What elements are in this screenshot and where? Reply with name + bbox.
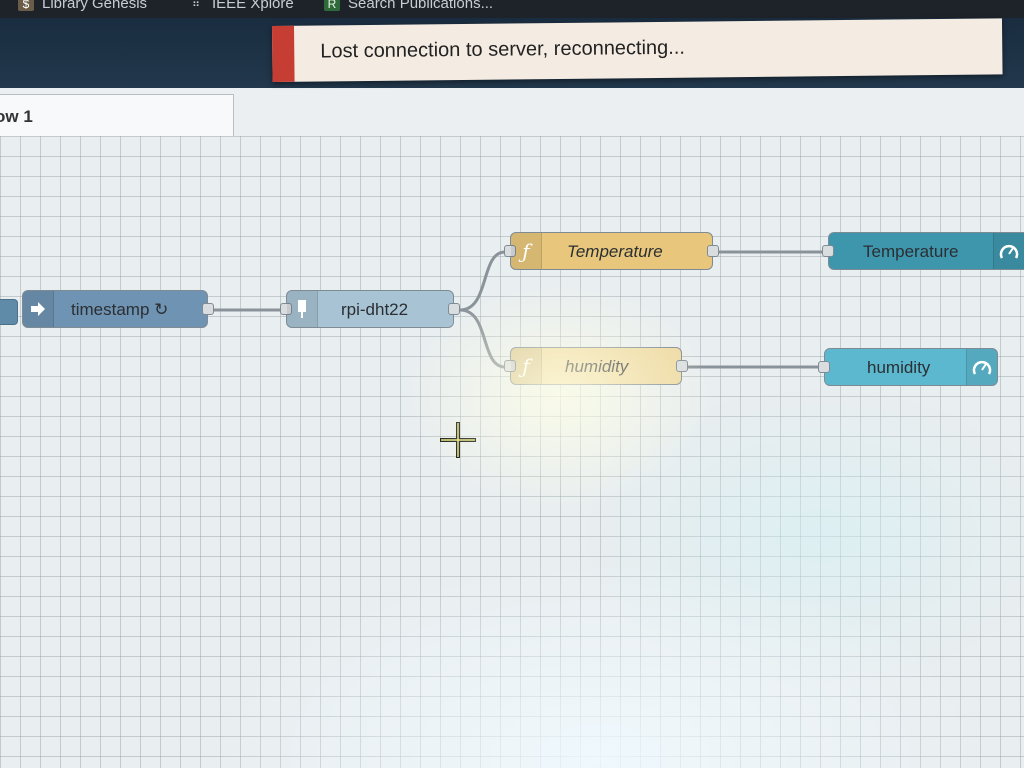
workspace-tabs: ow 1 (0, 88, 1024, 138)
connection-lost-notification: Lost connection to server, reconnecting.… (272, 18, 1003, 82)
node-gauge-temperature[interactable]: Temperature (822, 232, 1024, 270)
node-label: rpi-dht22 (341, 300, 409, 319)
node-function-temperature[interactable]: ƒ Temperature (504, 232, 719, 270)
output-port[interactable] (676, 360, 688, 372)
bookmark-label: Search Publications... (348, 0, 494, 12)
node-label: humidity (867, 358, 931, 377)
bookmark-search-publications[interactable]: R Search Publications... (324, 0, 493, 12)
sensor-icon (287, 291, 318, 327)
node-label: humidity (565, 357, 629, 376)
bookmarks-bar: $ Library Genesis ⠿ IEEE Xplore R Search… (0, 0, 1024, 18)
node-label: timestamp (71, 300, 150, 319)
apps-grid-icon: ⠿ (191, 0, 201, 10)
wire-rpi-temperature[interactable] (459, 250, 506, 312)
bookmark-ieee-xplore[interactable]: ⠿ IEEE Xplore (188, 0, 294, 12)
crosshair-cursor-icon (440, 422, 476, 458)
bookmark-library-genesis[interactable]: $ Library Genesis (18, 0, 147, 12)
function-icon: ƒ (511, 233, 542, 269)
node-label: Temperature (863, 242, 959, 261)
node-rpi-dht22[interactable]: rpi-dht22 (280, 290, 460, 328)
tab-label: ow 1 (0, 107, 33, 126)
r-letter-icon: R (324, 0, 340, 11)
notification-message: Lost connection to server, reconnecting.… (320, 36, 686, 63)
tab-flow-1[interactable]: ow 1 (0, 94, 234, 138)
inject-arrow-icon (23, 291, 54, 327)
function-icon: ƒ (511, 348, 542, 384)
output-port[interactable] (202, 303, 214, 315)
output-port[interactable] (448, 303, 460, 315)
input-port[interactable] (822, 245, 834, 257)
input-port[interactable] (818, 361, 830, 373)
node-timestamp[interactable]: timestamp ↻ (22, 290, 214, 328)
inject-trigger-button[interactable] (0, 299, 18, 325)
output-port[interactable] (707, 245, 719, 257)
node-gauge-humidity[interactable]: humidity (818, 348, 998, 386)
repeat-icon: ↻ (154, 300, 169, 319)
bookmark-label: Library Genesis (42, 0, 148, 12)
gauge-icon (966, 349, 997, 385)
gauge-icon (993, 233, 1024, 269)
wire-rpi-humidity[interactable] (459, 308, 506, 369)
node-label: Temperature (567, 242, 663, 261)
library-icon: $ (18, 0, 34, 11)
bookmark-label: IEEE Xplore (212, 0, 294, 12)
node-function-humidity[interactable]: ƒ humidity (504, 347, 688, 385)
